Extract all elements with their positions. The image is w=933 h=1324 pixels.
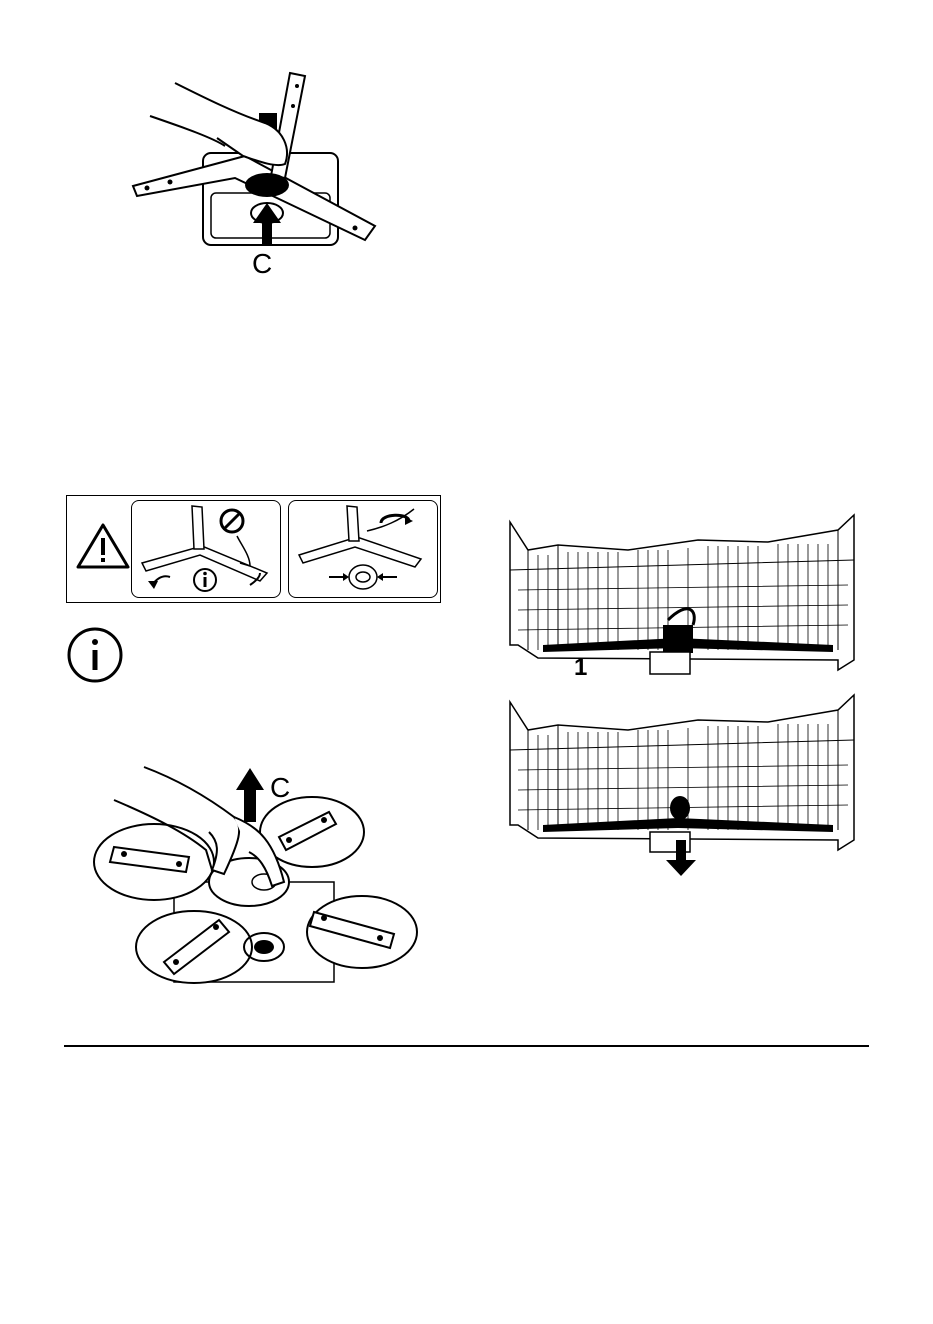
info-icon bbox=[66, 626, 124, 684]
section-divider bbox=[64, 1045, 869, 1047]
warning-panel-right-way bbox=[288, 500, 438, 598]
upper-arm-label: C bbox=[270, 772, 290, 804]
basket-bottom-illustration bbox=[498, 690, 860, 880]
figure-basket-top bbox=[498, 510, 860, 690]
prohibited-icon bbox=[218, 507, 246, 535]
warning-panel-wrong-way bbox=[131, 500, 281, 598]
basket-top-illustration bbox=[498, 510, 860, 690]
figure-basket-bottom bbox=[498, 690, 860, 880]
rotate-arrow-icon bbox=[375, 509, 415, 533]
figure-upper-spray-arm bbox=[84, 762, 424, 992]
upper-spray-arm-illustration bbox=[84, 762, 424, 992]
warning-triangle-icon bbox=[75, 522, 131, 570]
basket-top-label: 1 bbox=[574, 654, 587, 682]
lower-arm-label: C bbox=[252, 248, 272, 280]
info-icon bbox=[192, 567, 218, 593]
warning-panel bbox=[66, 495, 441, 603]
